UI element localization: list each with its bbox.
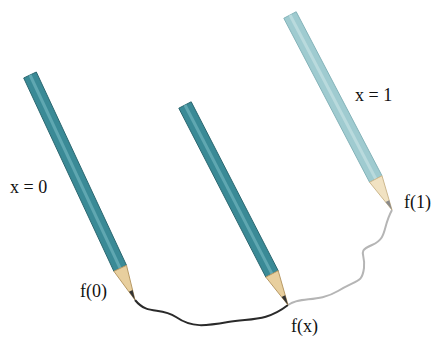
- math-label: f(0): [80, 282, 107, 300]
- pencil-x: [179, 102, 288, 305]
- math-label: x = 0: [10, 178, 47, 196]
- drawn-curve: [135, 300, 288, 325]
- future-curve: [288, 210, 392, 305]
- math-label: f(1): [404, 193, 431, 211]
- math-label: x = 1: [355, 86, 392, 104]
- pencil-x1: [284, 12, 392, 210]
- math-label: f(x): [291, 317, 318, 335]
